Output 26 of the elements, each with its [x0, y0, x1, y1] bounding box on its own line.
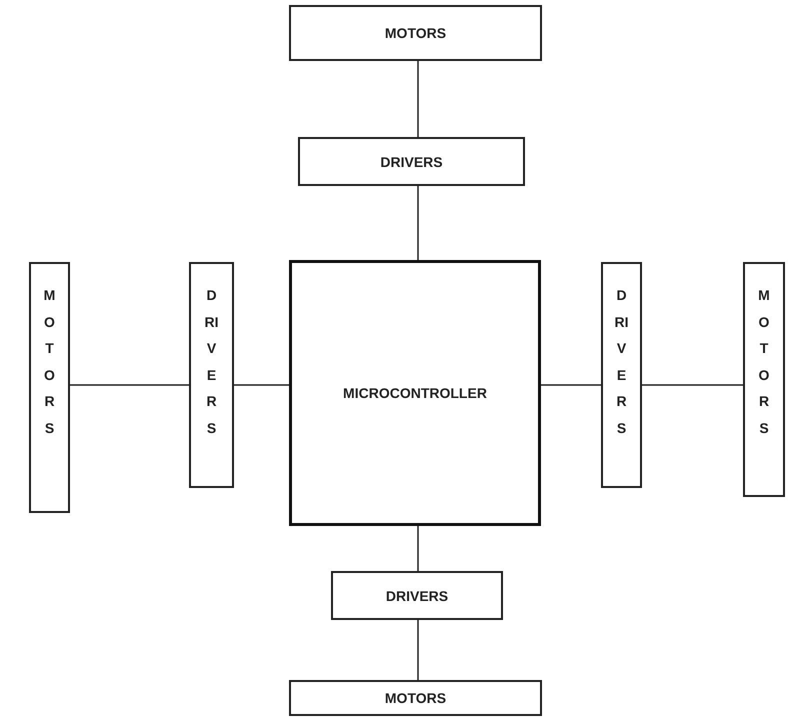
block-box: [331, 571, 503, 620]
block-box: [743, 262, 785, 497]
block-box: [298, 137, 525, 186]
block-label: MOTORS: [757, 286, 771, 438]
connector-line: [70, 384, 189, 386]
connector-line: [417, 526, 419, 571]
block-label: MOTORS: [42, 286, 56, 438]
block-box: [289, 5, 542, 61]
block-label: DRIVERS: [614, 286, 628, 438]
connector-line: [234, 384, 289, 386]
microcontroller-box: [289, 260, 541, 526]
block-label: DRIVERS: [204, 286, 218, 438]
block-label: DRIVERS: [380, 154, 443, 170]
connector-line: [541, 384, 601, 386]
block-label: MOTORS: [384, 690, 446, 706]
block-label: MICROCONTROLLER: [343, 385, 487, 401]
block-box: [29, 262, 70, 513]
connector-line: [417, 186, 419, 260]
connector-line: [417, 620, 419, 680]
block-box: [601, 262, 642, 488]
connector-line: [417, 61, 419, 137]
block-label: DRIVERS: [386, 588, 448, 604]
block-box: [189, 262, 234, 488]
block-box: [289, 680, 542, 716]
block-label: MOTORS: [384, 25, 446, 41]
connector-line: [642, 384, 743, 386]
